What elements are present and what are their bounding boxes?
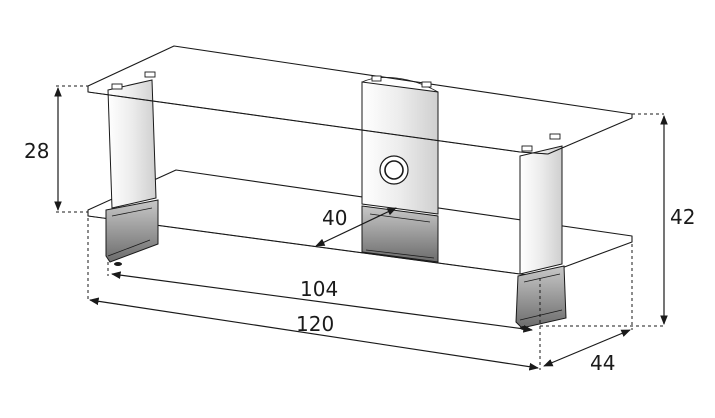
lower-shelf [87,169,633,277]
label-width-inner: 104 [300,277,338,301]
label-height-shelf: 28 [24,139,49,163]
cable-hole-icon [379,155,409,185]
upper-shelf [87,45,633,155]
dim-arrow-40 [315,207,397,247]
dim-arrow-44 [543,329,631,367]
left-leg [105,79,159,266]
center-column [361,81,439,263]
dim-arrow-120 [89,297,539,371]
dimension-arrows [54,87,668,371]
right-leg [515,145,567,330]
clamp-bolts [111,71,561,152]
label-depth-total: 44 [590,351,615,375]
dimension-labels: 28 42 40 104 120 44 [24,139,695,375]
label-depth-inner: 40 [322,206,347,230]
label-width-total: 120 [296,312,334,336]
label-height-total: 42 [670,205,695,229]
extension-lines [56,85,664,370]
